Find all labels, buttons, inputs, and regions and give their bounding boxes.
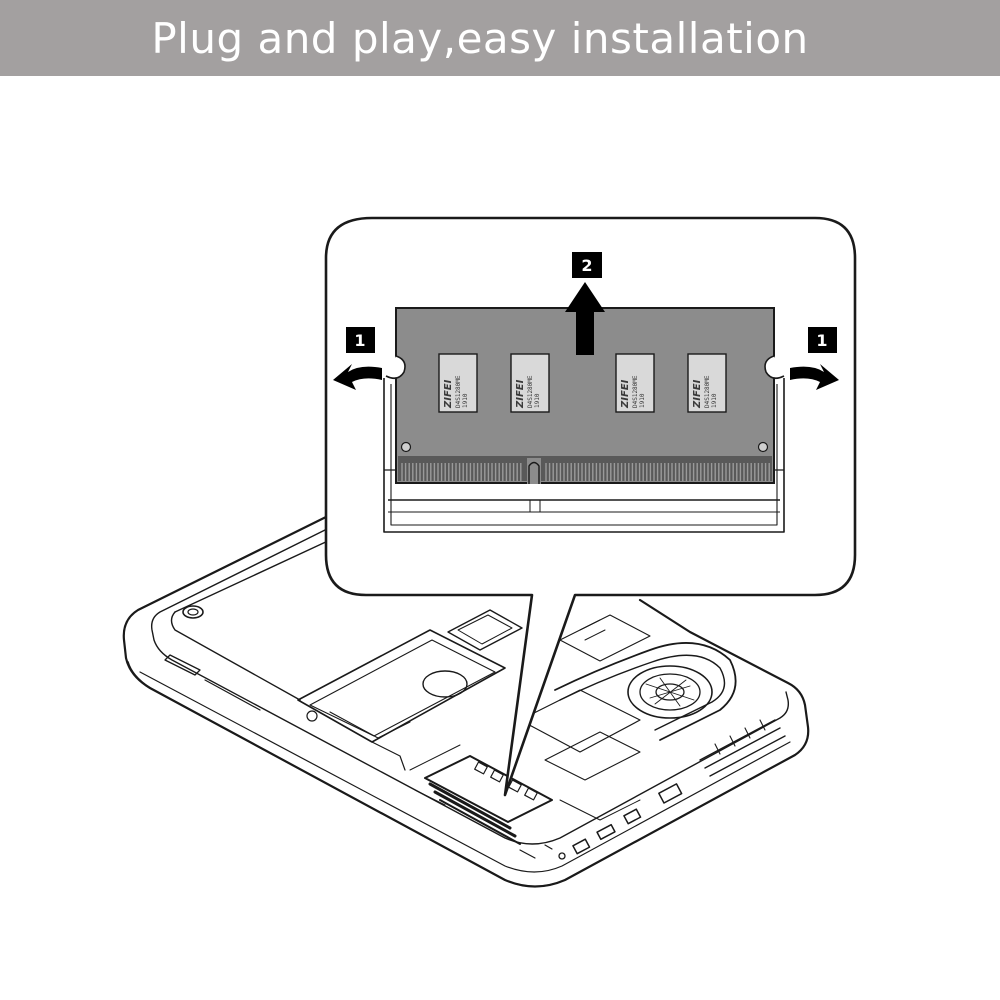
step-number: 2 — [581, 256, 592, 275]
chip-code: D4S1280ME — [527, 375, 534, 408]
memory-chip: ZIFEI D4S1280ME 1910 — [438, 353, 478, 413]
chip-code-sub: 1910 — [534, 393, 541, 408]
chip-code-sub: 1910 — [639, 393, 646, 408]
banner-title: Plug and play,easy installation — [151, 13, 809, 63]
title-banner: Plug and play,easy installation — [0, 0, 1000, 76]
step-number: 1 — [354, 331, 365, 350]
chip-code: D4S1280ME — [632, 375, 639, 408]
chip-code-sub: 1910 — [462, 393, 469, 408]
chip-code-sub: 1910 — [711, 393, 718, 408]
chip-brand: ZIFEI — [515, 379, 526, 409]
chip-brand: ZIFEI — [620, 379, 631, 409]
chip-code: D4S1280ME — [455, 375, 462, 408]
chip-code: D4S1280ME — [704, 375, 711, 408]
memory-chip: ZIFEI D4S1280ME 1910 — [510, 353, 550, 413]
memory-chip: ZIFEI D4S1280ME 1910 — [615, 353, 655, 413]
chip-brand: ZIFEI — [692, 379, 703, 409]
chip-brand: ZIFEI — [443, 379, 454, 409]
step-badge-lift: 2 — [572, 252, 602, 278]
arrow-left-icon — [333, 364, 382, 390]
arrow-right-icon — [790, 364, 839, 390]
laptop-base-drawing — [122, 513, 810, 888]
step-badge-release-left: 1 — [346, 327, 375, 353]
memory-chip: ZIFEI D4S1280ME 1910 — [687, 353, 727, 413]
arrow-up-icon — [565, 282, 605, 355]
step-number: 1 — [816, 331, 827, 350]
gold-contacts — [401, 463, 770, 481]
step-badge-release-right: 1 — [808, 327, 837, 353]
